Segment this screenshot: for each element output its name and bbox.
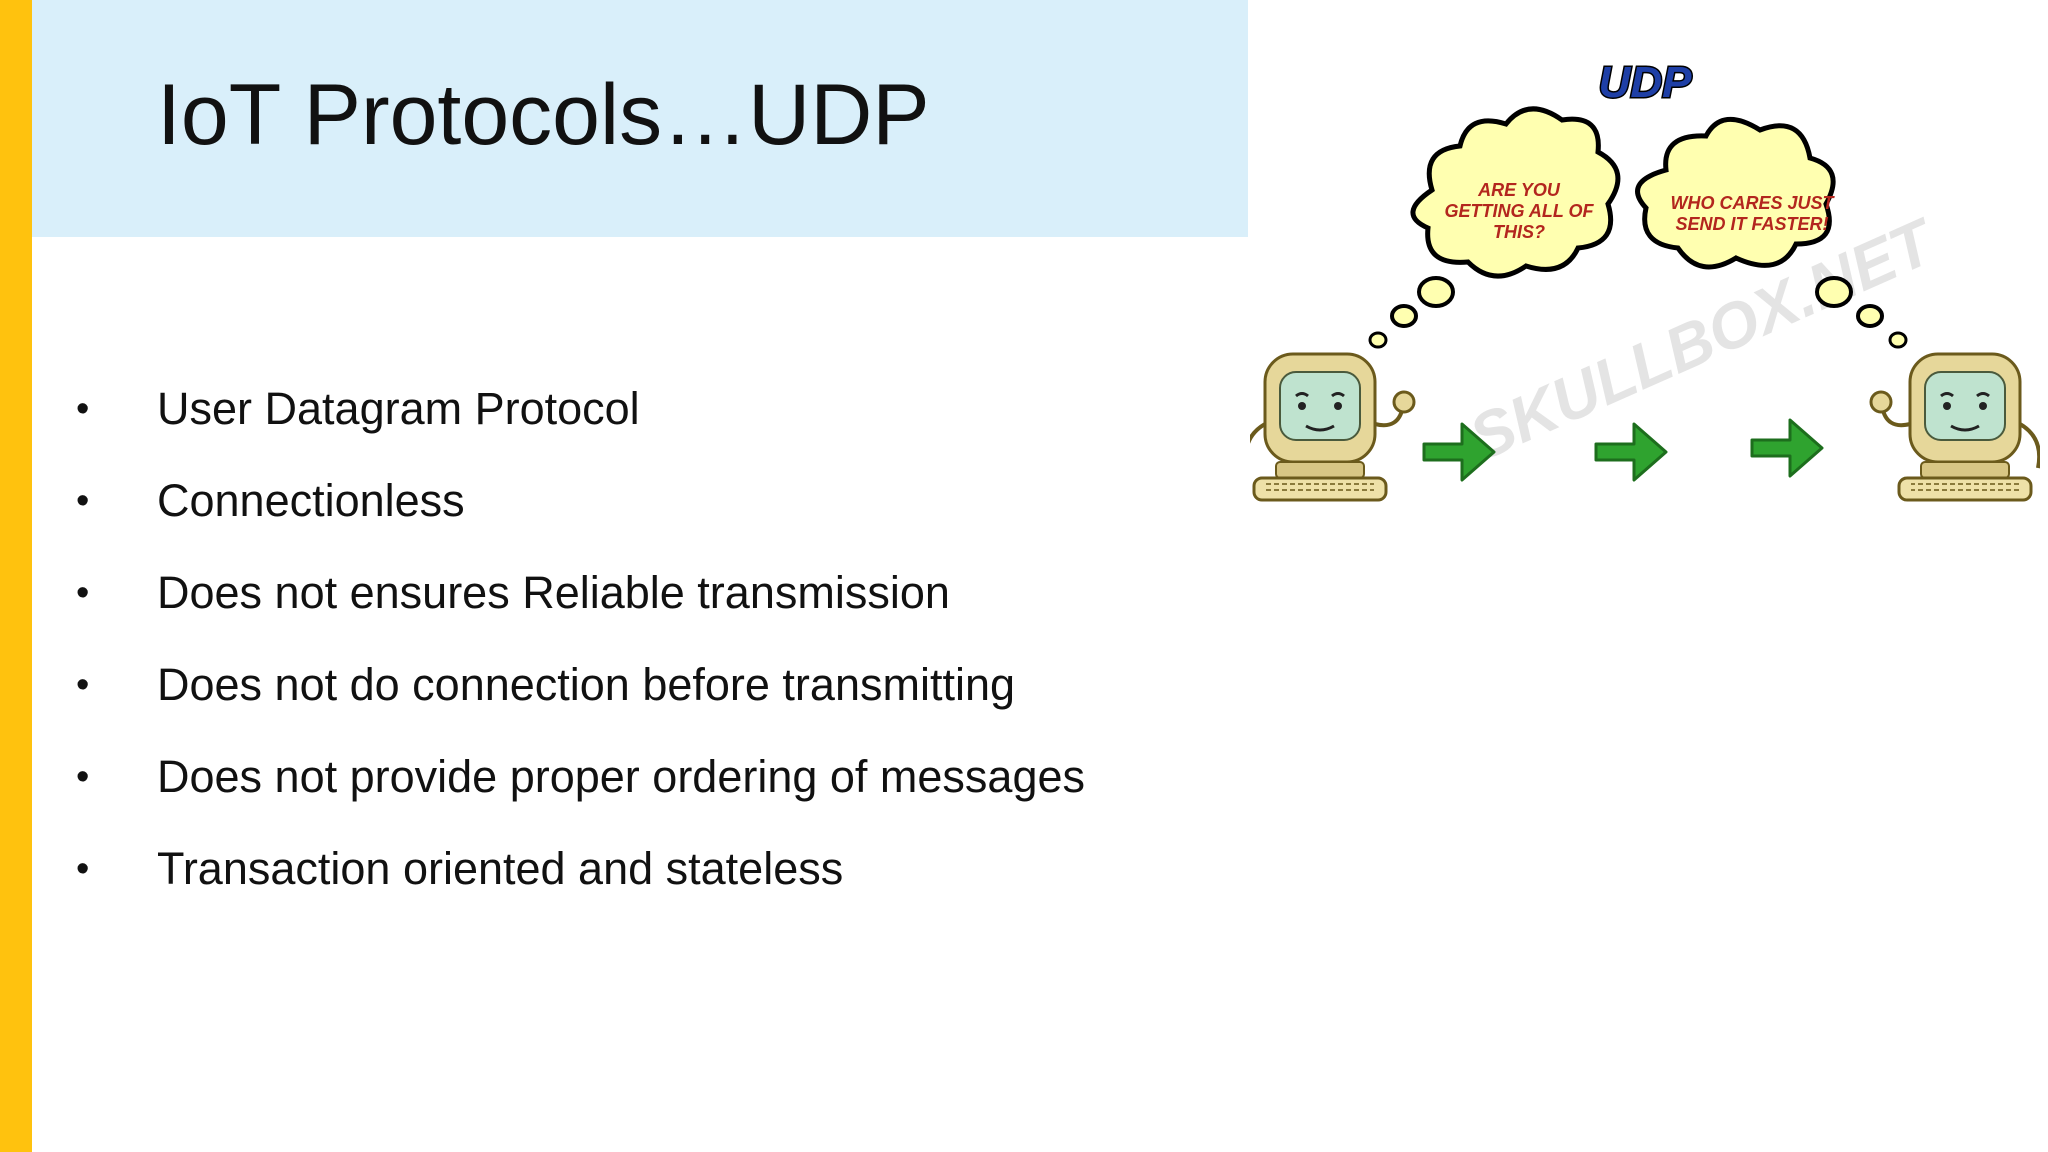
bullet-text: Does not ensures Reliable transmission <box>157 567 950 618</box>
bubble-left-line: ARE YOU <box>1477 180 1561 200</box>
bullet-dot-icon: • <box>76 664 90 706</box>
thought-bubble-icon <box>1635 116 1908 349</box>
bubble-right-line: SEND IT FASTER! <box>1675 214 1828 234</box>
bubble-left-line: THIS? <box>1493 222 1545 242</box>
bullet-dot-icon: • <box>76 480 90 522</box>
arrow-right-icon <box>1750 418 1824 478</box>
udp-illustration: UDP SKULLBOX.NET ARE YOU GETTING ALL OF … <box>1250 57 2040 502</box>
bubble-left-line: GETTING ALL OF <box>1445 201 1595 221</box>
bullet-text: Connectionless <box>157 475 465 526</box>
bullet-text: User Datagram Protocol <box>157 383 640 434</box>
udp-logo: UDP <box>1599 58 1693 107</box>
bullet-dot-icon: • <box>76 848 90 890</box>
bullet-text: Does not do connection before transmitti… <box>157 659 1016 710</box>
bubble-right-line: WHO CARES JUST <box>1670 193 1835 213</box>
title-band <box>32 0 1248 237</box>
thought-bubble-left: ARE YOU GETTING ALL OF THIS? <box>1368 106 1621 349</box>
bullet-dot-icon: • <box>76 388 90 430</box>
arrow-right-icon <box>1594 422 1668 482</box>
computer-icon <box>1250 352 1416 502</box>
thought-bubble-right: WHO CARES JUST SEND IT FASTER! <box>1635 116 1908 349</box>
computer-icon <box>1869 352 2040 502</box>
bullet-text: Does not provide proper ordering of mess… <box>157 751 1086 802</box>
bullet-text: Transaction oriented and stateless <box>157 843 844 894</box>
bullet-dot-icon: • <box>76 756 90 798</box>
slide-title: IoT Protocols…UDP <box>157 67 930 163</box>
accent-bar <box>0 0 32 1152</box>
thought-bubble-icon <box>1368 106 1621 349</box>
bullet-dot-icon: • <box>76 572 90 614</box>
